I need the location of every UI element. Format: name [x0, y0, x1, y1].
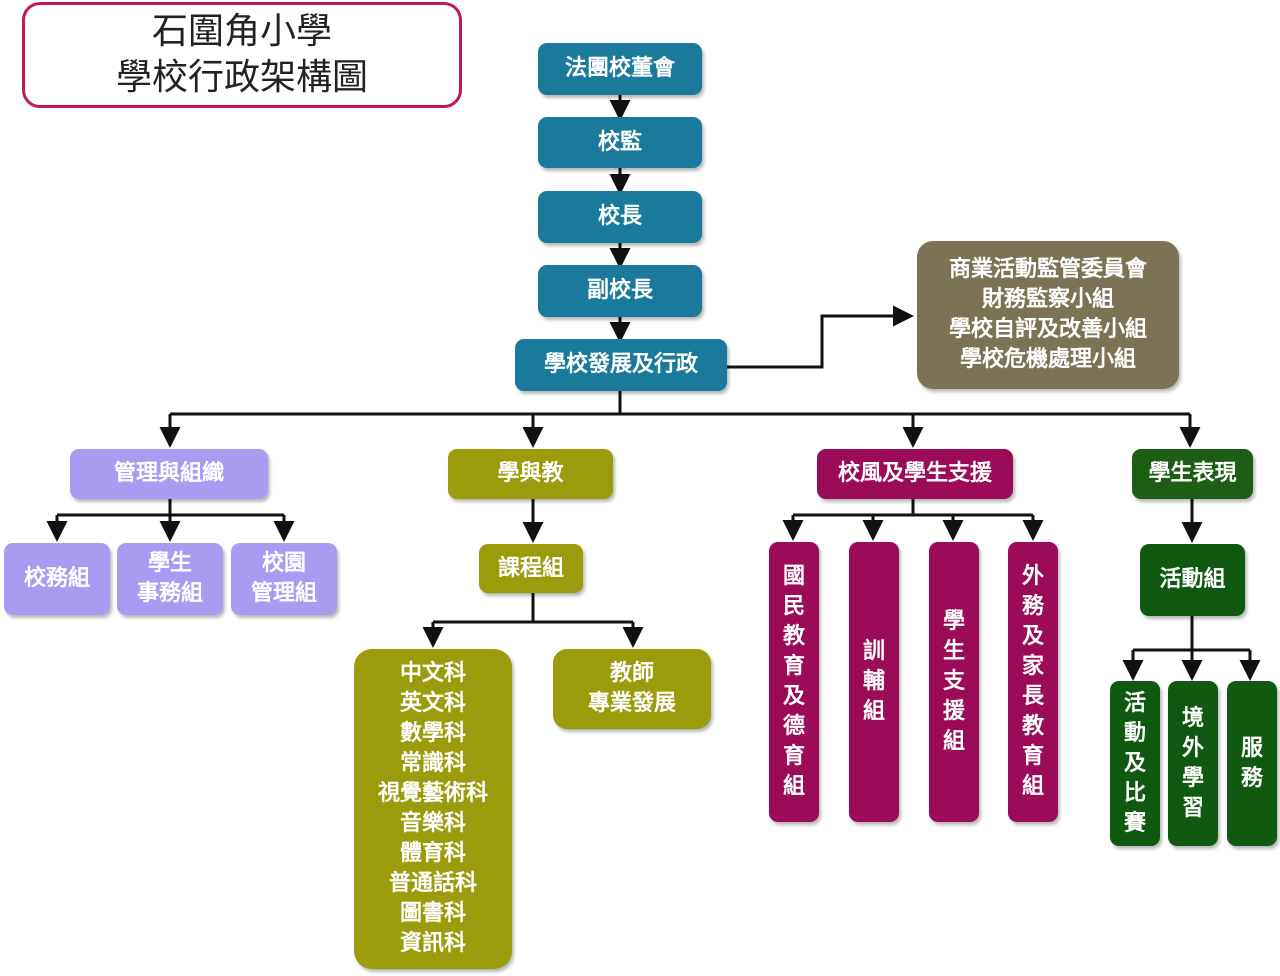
- subject-physical-education: 體育科: [399, 841, 466, 866]
- node-learning-teaching: 學與教: [448, 449, 613, 499]
- node-external-parent-education: 外務及家長教育組: [1008, 542, 1058, 822]
- node-general-affairs: 校務組: [4, 543, 110, 615]
- subject-general-studies: 常識科: [399, 751, 466, 776]
- subject-music: 音樂科: [399, 811, 466, 836]
- chart-title-line1: 石圍角小學: [151, 11, 332, 52]
- subject-chinese: 中文科: [399, 661, 466, 686]
- node-curriculum: 課程組: [479, 544, 583, 593]
- committee-self-evaluation: 學校自評及改善小組: [948, 317, 1147, 342]
- committee-crisis: 學校危機處理小組: [959, 347, 1136, 372]
- node-supervisor: 校監: [538, 117, 702, 168]
- node-activities-competitions: 活動及比賽: [1110, 681, 1160, 846]
- subject-mathematics: 數學科: [399, 721, 466, 746]
- node-principal: 校長: [538, 191, 702, 243]
- subject-ict: 資訊科: [399, 931, 466, 956]
- chart-title: 石圍角小學 學校行政架構圖: [22, 2, 462, 108]
- subject-library: 圖書科: [399, 901, 466, 926]
- node-school-development: 學校發展及行政: [515, 339, 727, 391]
- node-subjects: 中文科 英文科 數學科 常識科 視覺藝術科 音樂科 體育科 普通話科 圖書科 資…: [354, 649, 512, 969]
- node-campus-management: 校園 管理組: [231, 543, 337, 615]
- chart-title-line2: 學校行政架構圖: [115, 57, 368, 98]
- node-student-performance: 學生表現: [1132, 449, 1253, 499]
- node-discipline-guidance: 訓輔組: [849, 542, 899, 822]
- subject-putonghua: 普通話科: [388, 871, 477, 896]
- node-vice-principal: 副校長: [538, 265, 702, 317]
- node-overseas-learning: 境外學習: [1168, 681, 1218, 846]
- node-student-affairs: 學生 事務組: [117, 543, 223, 615]
- node-national-moral-education: 國民教育及德育組: [769, 542, 819, 822]
- committee-finance: 財務監察小組: [981, 287, 1114, 312]
- node-teacher-development: 教師 專業發展: [553, 649, 711, 729]
- node-student-support-group: 學生支援組: [929, 542, 979, 822]
- subject-english: 英文科: [399, 691, 466, 716]
- node-committees: 商業活動監管委員會 財務監察小組 學校自評及改善小組 學校危機處理小組: [917, 241, 1179, 389]
- committee-business-activities: 商業活動監管委員會: [948, 257, 1147, 282]
- node-management: 管理與組織: [70, 449, 268, 499]
- node-student-support: 校風及學生支援: [817, 449, 1013, 499]
- node-activities: 活動組: [1140, 544, 1245, 616]
- node-service: 服務: [1227, 681, 1277, 846]
- node-school-sponsor: 法團校董會: [538, 43, 702, 95]
- subject-visual-arts: 視覺藝術科: [377, 781, 488, 806]
